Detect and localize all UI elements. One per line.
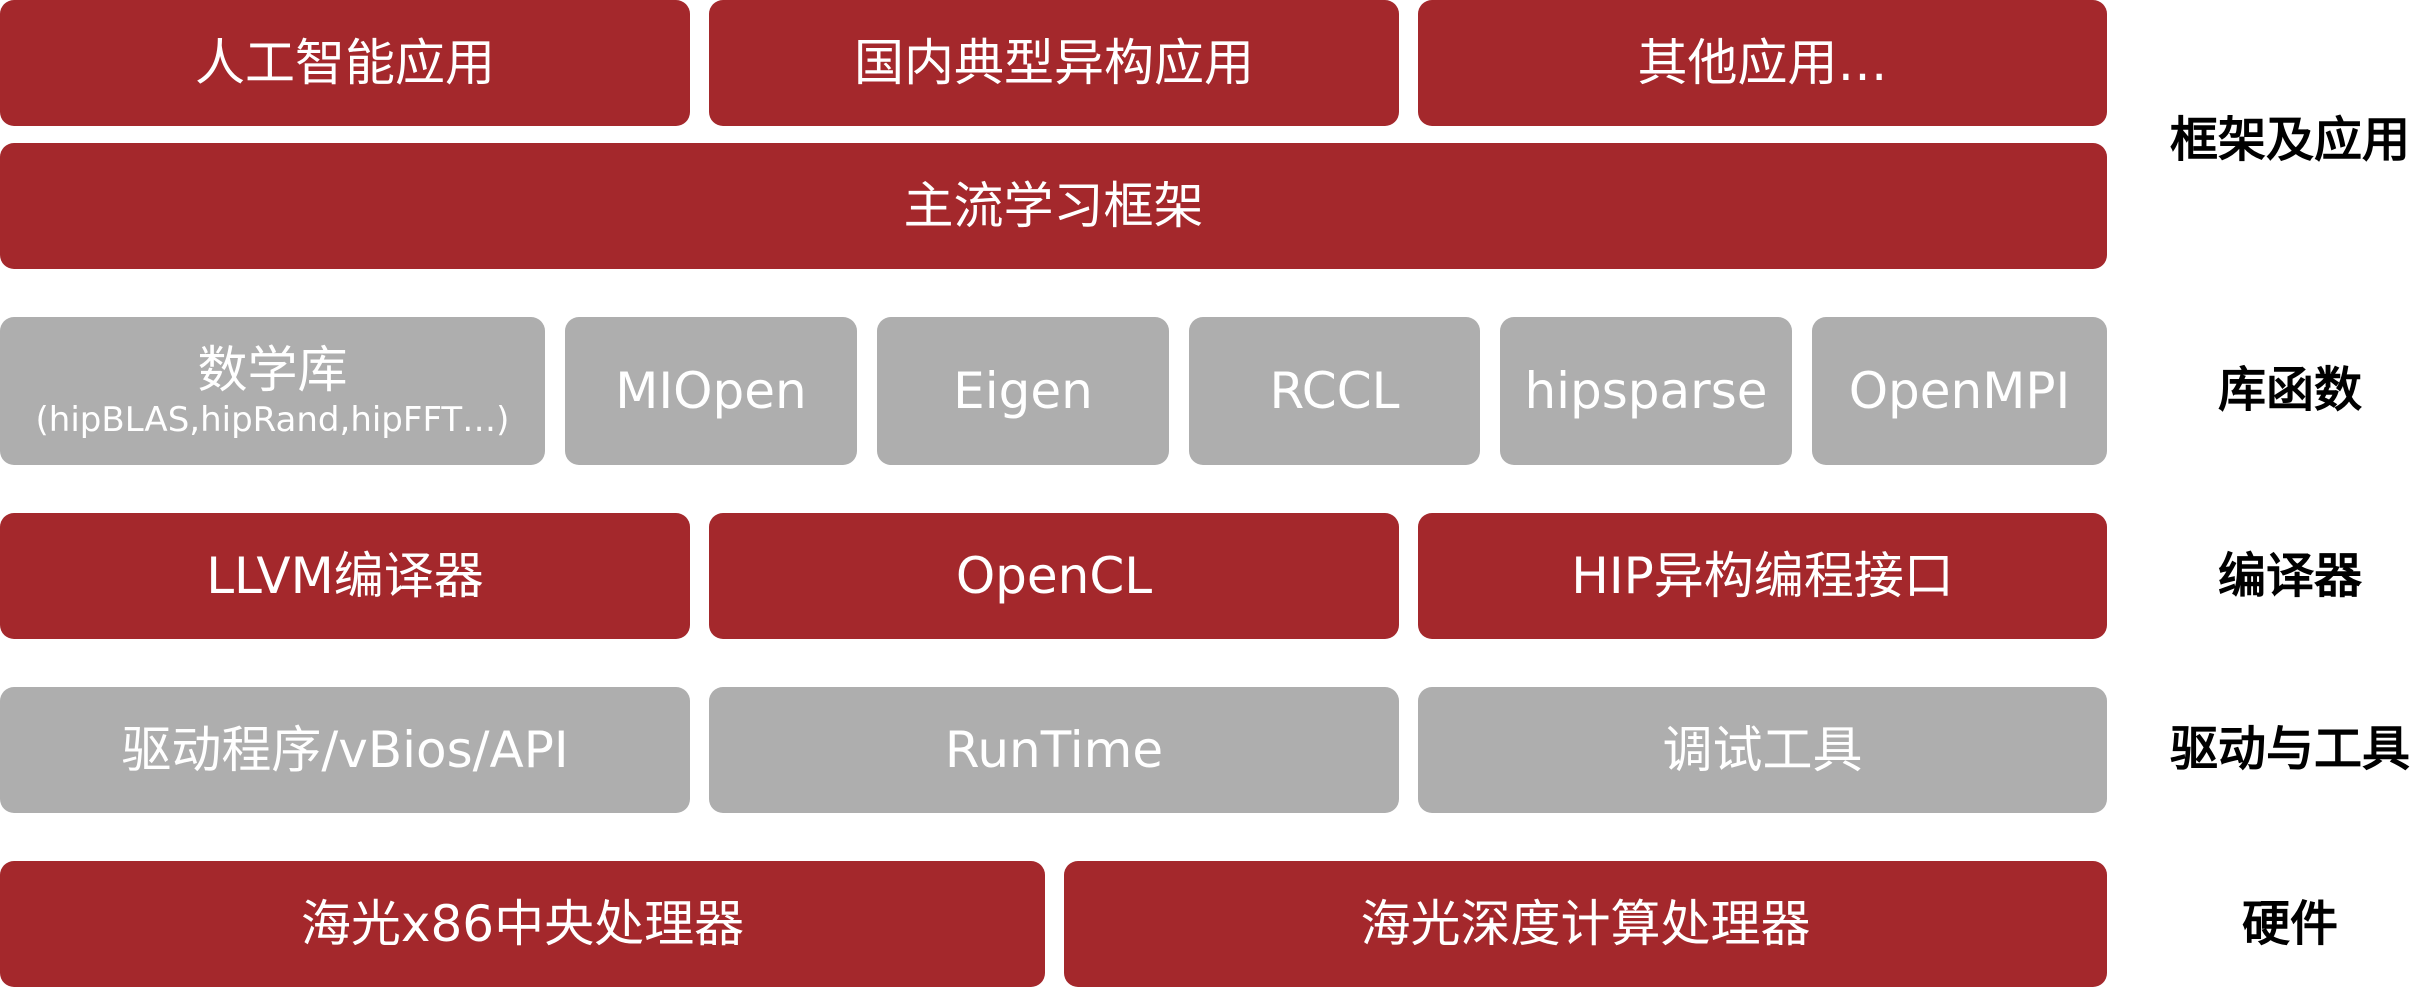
compiler-block-opencl: OpenCL — [709, 513, 1399, 639]
app-block-heterogeneous-label: 国内典型异构应用 — [854, 33, 1254, 92]
lib-block-math: 数学库 (hipBLAS,hipRand,hipFFT…) — [0, 317, 545, 465]
hardware-block-cpu: 海光x86中央处理器 — [0, 861, 1045, 987]
app-block-other: 其他应用… — [1418, 0, 2107, 126]
lib-block-rccl: RCCL — [1189, 317, 1480, 465]
hardware-block-dcu: 海光深度计算处理器 — [1064, 861, 2107, 987]
compiler-block-llvm: LLVM编译器 — [0, 513, 690, 639]
layer-label-hardware: 硬件 — [2241, 896, 2338, 952]
driver-block-runtime-label: RunTime — [944, 720, 1164, 779]
app-block-other-label: 其他应用… — [1637, 33, 1888, 92]
lib-block-openmpi: OpenMPI — [1812, 317, 2107, 465]
app-block-heterogeneous: 国内典型异构应用 — [709, 0, 1399, 126]
hardware-block-dcu-label: 海光深度计算处理器 — [1360, 894, 1811, 953]
driver-block-runtime: RunTime — [709, 687, 1399, 813]
lib-block-miopen-label: MIOpen — [615, 361, 807, 420]
hardware-block-cpu-label: 海光x86中央处理器 — [300, 894, 745, 953]
compiler-block-llvm-label: LLVM编译器 — [206, 546, 484, 605]
driver-block-debug-tools-label: 调试工具 — [1662, 720, 1863, 779]
driver-block-driver: 驱动程序/vBios/API — [0, 687, 690, 813]
lib-block-math-subtitle: (hipBLAS,hipRand,hipFFT…) — [35, 399, 510, 440]
layer-label-drivers-tools: 驱动与工具 — [2169, 721, 2410, 777]
layer-label-framework-apps: 框架及应用 — [2169, 112, 2410, 168]
framework-block: 主流学习框架 — [0, 143, 2107, 269]
lib-block-openmpi-label: OpenMPI — [1848, 361, 2071, 420]
driver-block-debug-tools: 调试工具 — [1418, 687, 2107, 813]
compiler-block-hip: HIP异构编程接口 — [1418, 513, 2107, 639]
driver-block-driver-label: 驱动程序/vBios/API — [121, 720, 569, 779]
layer-label-compiler: 编译器 — [2217, 548, 2362, 604]
lib-block-math-title: 数学库 — [197, 340, 348, 399]
compiler-block-hip-label: HIP异构编程接口 — [1571, 546, 1954, 605]
app-block-ai-label: 人工智能应用 — [195, 33, 495, 92]
app-block-ai: 人工智能应用 — [0, 0, 690, 126]
compiler-block-opencl-label: OpenCL — [955, 546, 1153, 605]
framework-block-label: 主流学习框架 — [903, 176, 1204, 235]
lib-block-eigen-label: Eigen — [953, 361, 1093, 420]
lib-block-miopen: MIOpen — [565, 317, 857, 465]
lib-block-eigen: Eigen — [877, 317, 1169, 465]
lib-block-hipsparse: hipsparse — [1500, 317, 1792, 465]
lib-block-rccl-label: RCCL — [1269, 361, 1400, 420]
layer-label-libraries: 库函数 — [2217, 362, 2362, 418]
lib-block-hipsparse-label: hipsparse — [1524, 361, 1768, 420]
